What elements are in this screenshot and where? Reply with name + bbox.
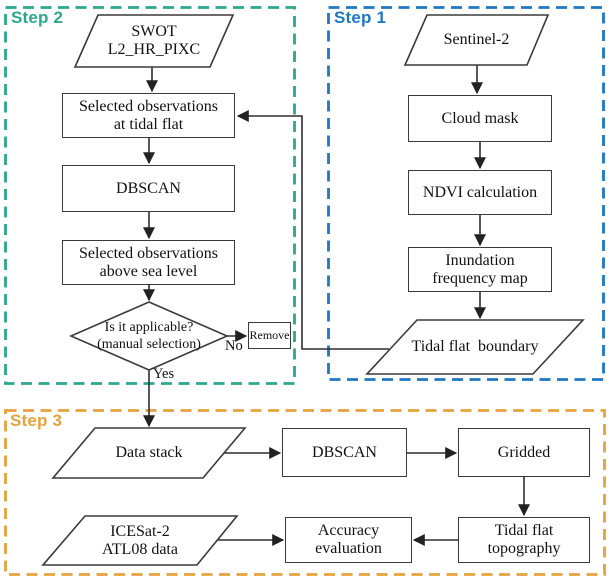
- node-data-stack: Data stack: [115, 444, 183, 462]
- node-dbscan-step2: DBSCAN: [62, 165, 235, 212]
- node-gridded: Gridded: [458, 428, 590, 477]
- step1-label: Step 1: [334, 8, 387, 27]
- icesat-parallelogram: [41, 515, 239, 566]
- swot-parallelogram: [73, 14, 235, 68]
- edge-label-yes: Yes: [153, 366, 175, 382]
- node-inundation-frequency-map: Inundation frequency map: [408, 247, 552, 292]
- node-selected-observations-above-sea-level: Selected observations above sea level: [62, 240, 235, 285]
- arrow-boundary-to-selected-tidal: [236, 110, 389, 350]
- boundary-parallelogram: [365, 319, 585, 375]
- node-tidal-flat-topography: Tidal flat topography: [458, 517, 590, 563]
- node-cloud-mask: Cloud mask: [408, 95, 552, 142]
- step3-label: Step 3: [10, 411, 63, 430]
- edge-label-no: No: [225, 338, 243, 354]
- node-selected-observations-tidal-flat: Selected observations at tidal flat: [62, 93, 235, 138]
- node-sentinel-2: Sentinel-2: [443, 31, 510, 49]
- node-is-it-applicable: Is it applicable? (manual selection): [97, 319, 201, 353]
- node-ndvi-calculation: NDVI calculation: [408, 170, 552, 215]
- data-stack-parallelogram: [51, 427, 247, 479]
- sentinel-parallelogram: [403, 14, 550, 66]
- node-swot-l2-hr-pixc: SWOT L2_HR_PIXC: [107, 23, 201, 58]
- step2-dashed-border: [4, 6, 296, 385]
- step2-label: Step 2: [11, 8, 64, 27]
- step3-dashed-border: [4, 409, 606, 576]
- node-tidal-flat-boundary: Tidal flat boundary: [411, 338, 539, 356]
- applicable-diamond: [68, 301, 230, 371]
- node-dbscan-step3: DBSCAN: [282, 428, 407, 477]
- node-remove: Remove: [248, 322, 291, 349]
- node-icesat-2-atl08-data: ICESat-2 ATL08 data: [102, 522, 178, 558]
- step1-dashed-border: [327, 6, 605, 381]
- node-accuracy-evaluation: Accuracy evaluation: [285, 517, 412, 563]
